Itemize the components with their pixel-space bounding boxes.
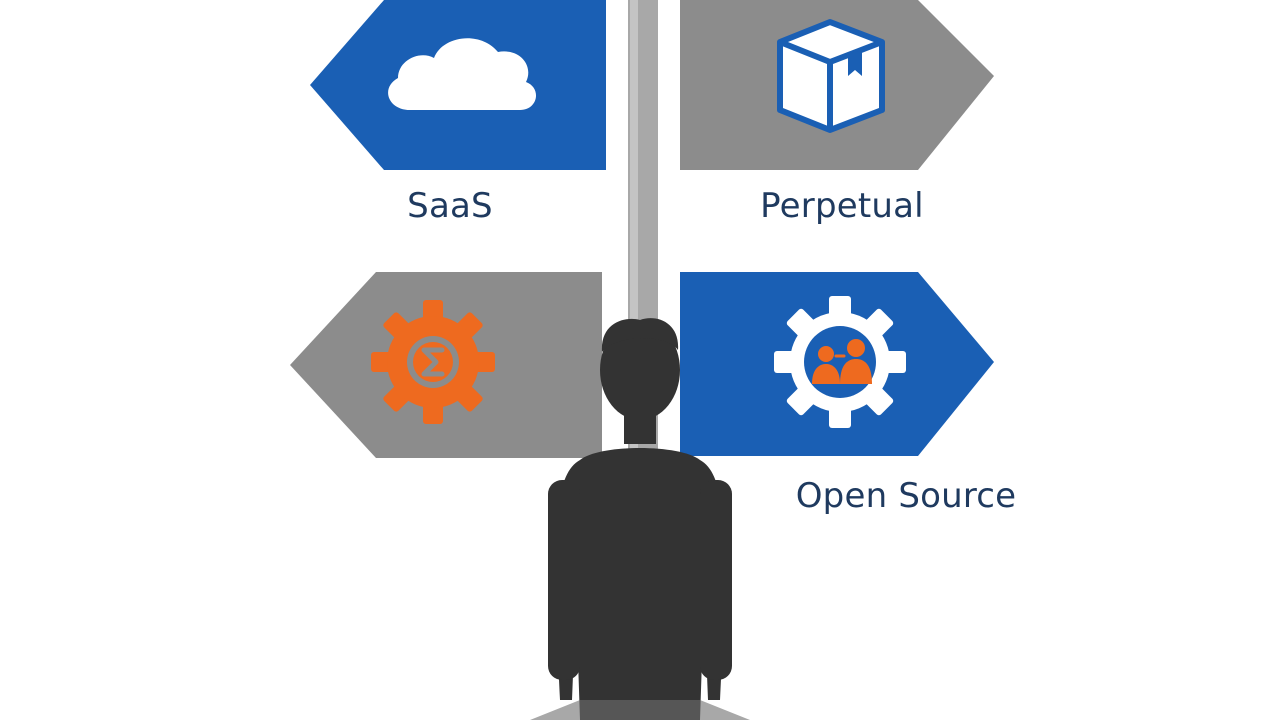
sign-saas: [310, 0, 606, 170]
label-perpetual: Perpetual: [760, 186, 924, 226]
sign-gear: [290, 272, 602, 458]
person-neck: [624, 412, 656, 444]
orange-gear-icon: [371, 300, 495, 424]
label-saas: SaaS: [407, 186, 493, 226]
person-body: [556, 448, 724, 720]
people-gear-icon: [774, 296, 906, 428]
person-hair: [601, 318, 679, 352]
person-arm-right: [700, 480, 732, 680]
cloud-icon: [388, 38, 537, 110]
ground-shadow: [530, 700, 750, 720]
label-open-source: Open Source: [795, 476, 1017, 516]
person-figure: [530, 318, 750, 720]
person-arm-left: [548, 480, 580, 680]
sign-perpetual: [680, 0, 994, 170]
box-icon: [777, 19, 885, 133]
person-head: [600, 320, 680, 420]
sign-open-source: [680, 272, 994, 456]
